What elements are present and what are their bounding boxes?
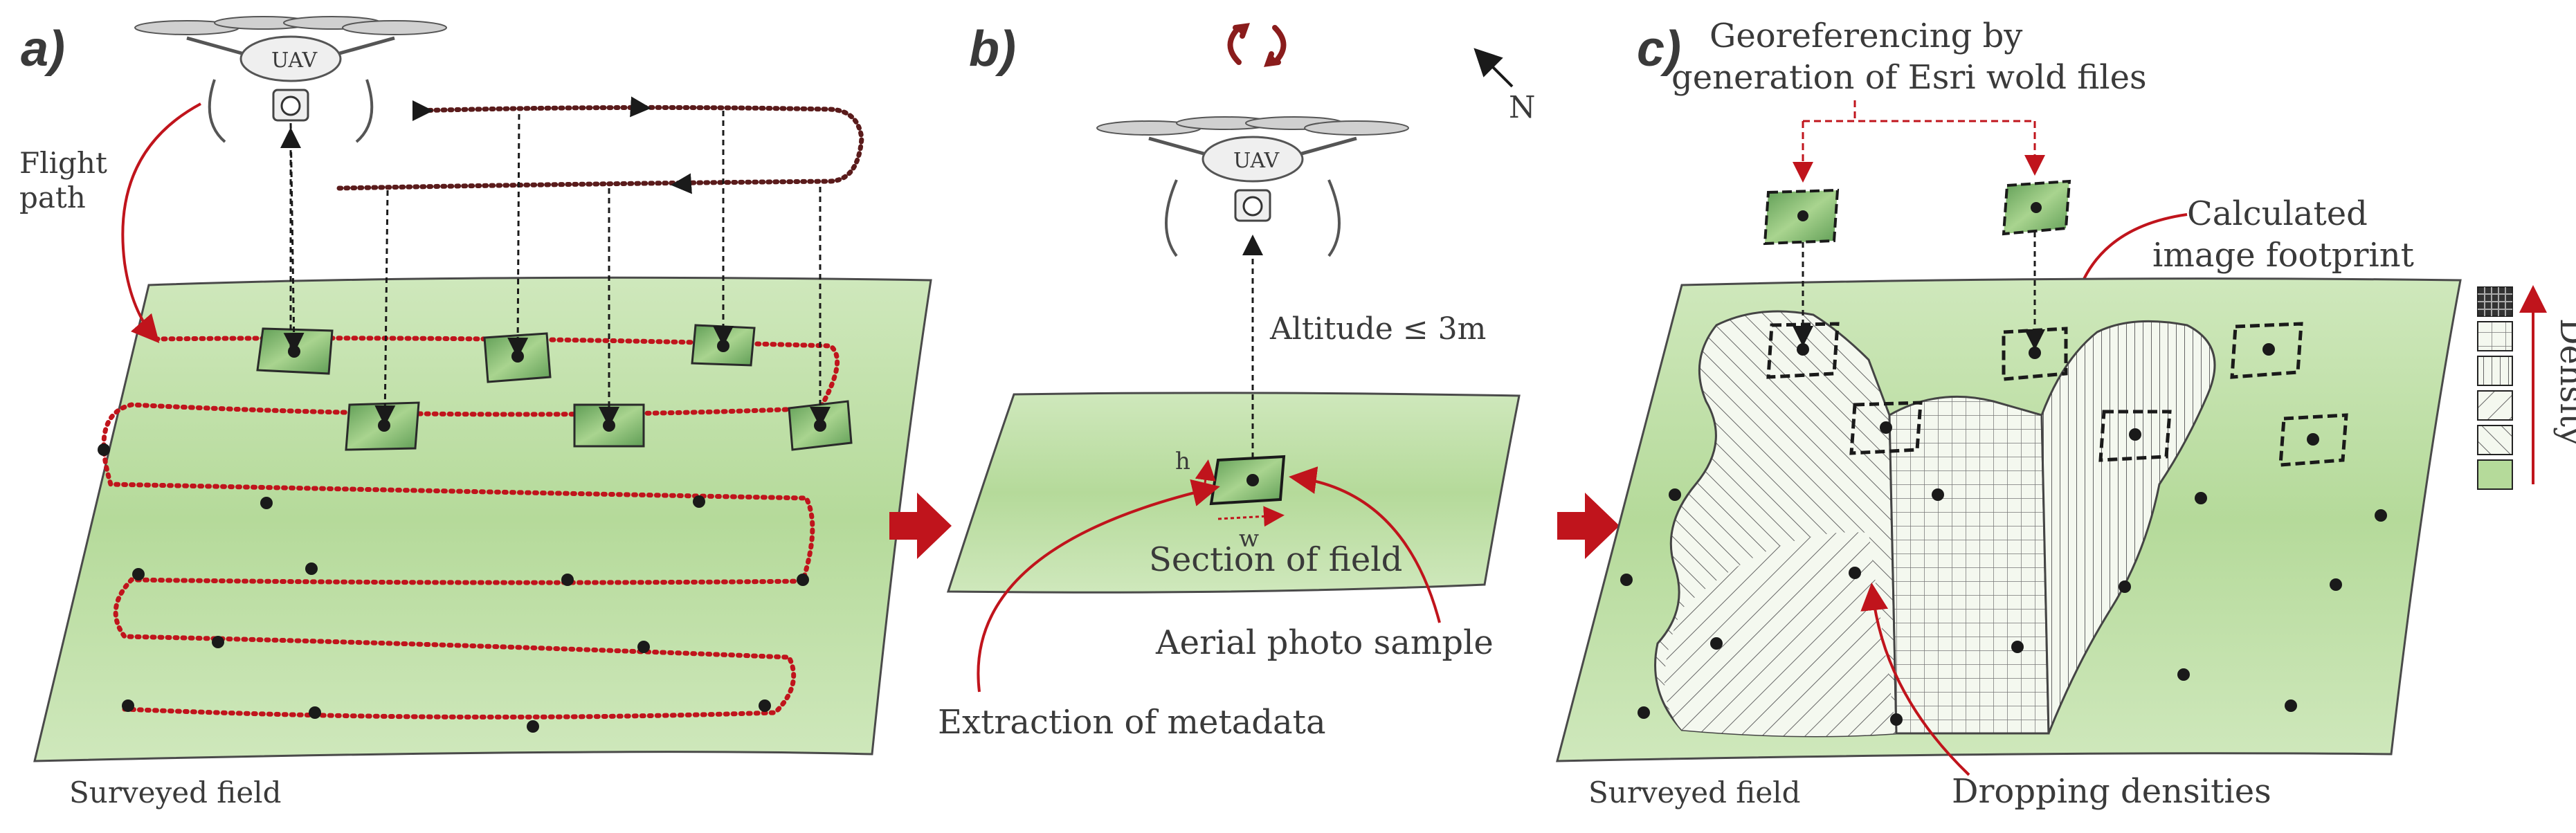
- metadata-arrow: [977, 479, 1220, 693]
- panel-a: a) UAV Flight path: [19, 16, 932, 809]
- dropping-densities-label: Dropping densities: [1952, 772, 2271, 811]
- capture-lines-a: [280, 111, 831, 428]
- surveyed-field-label-a: Surveyed field: [69, 776, 282, 809]
- height-dim-label: h: [1175, 448, 1190, 475]
- density-region-grid: [1888, 395, 2050, 735]
- panel-b: b) N UAV Altitud: [938, 21, 1536, 742]
- upper-flight-path: [336, 104, 864, 191]
- photo-sample-arrow: [1289, 466, 1441, 623]
- dropping-densities-arrow: [1860, 583, 1970, 776]
- surveyed-field-label-c: Surveyed field: [1588, 776, 1801, 809]
- density-label: Density: [2552, 318, 2576, 446]
- georef-label-line2: generation of Esri wold files: [1671, 58, 2147, 97]
- field-flight-path: [101, 336, 840, 720]
- uav-drone-icon-a: UAV: [134, 16, 447, 143]
- width-dim-label: w: [1239, 525, 1259, 553]
- georef-bracket: [1793, 100, 2045, 183]
- density-region-vertical: [2040, 320, 2216, 734]
- surveyed-field-a: [33, 276, 932, 762]
- rotation-icon: [1227, 23, 1287, 67]
- flight-path-label-line2: path: [19, 181, 86, 214]
- big-arrow-bc: [1557, 493, 1620, 559]
- dropping-points-a: [98, 340, 826, 733]
- uav-drone-icon-b: UAV: [1096, 116, 1409, 257]
- north-arrow-icon: N: [1473, 48, 1536, 125]
- altitude-label: Altitude ≤ 3m: [1269, 311, 1486, 347]
- big-arrow-ab: [889, 493, 952, 559]
- footprint-label-line1: Calculated: [2187, 194, 2368, 233]
- footprint-label-line2: image footprint: [2152, 236, 2414, 275]
- section-of-field-label: Section of field: [1149, 540, 1402, 579]
- extraction-of-metadata-label: Extraction of metadata: [938, 703, 1326, 742]
- panel-b-label: b): [969, 21, 1016, 77]
- north-label: N: [1509, 90, 1536, 125]
- flight-path-pointer-arrow: [121, 102, 201, 344]
- georef-label-line1: Georeferencing by: [1709, 17, 2022, 55]
- uav-label-a: UAV: [271, 48, 318, 73]
- image-footprints-c: [1766, 322, 2348, 467]
- flight-path-label-line1: Flight: [19, 146, 107, 180]
- density-legend: Density: [2477, 285, 2576, 490]
- aerial-photo-sample-label: Aerial photo sample: [1155, 623, 1494, 662]
- panel-c: c) Georeferencing by generation of Esri …: [1556, 17, 2576, 811]
- uav-label-b: UAV: [1233, 149, 1280, 173]
- panel-a-label: a): [21, 21, 65, 77]
- panel-c-label: c): [1637, 21, 1681, 77]
- dropping-points-c: [1620, 343, 2387, 726]
